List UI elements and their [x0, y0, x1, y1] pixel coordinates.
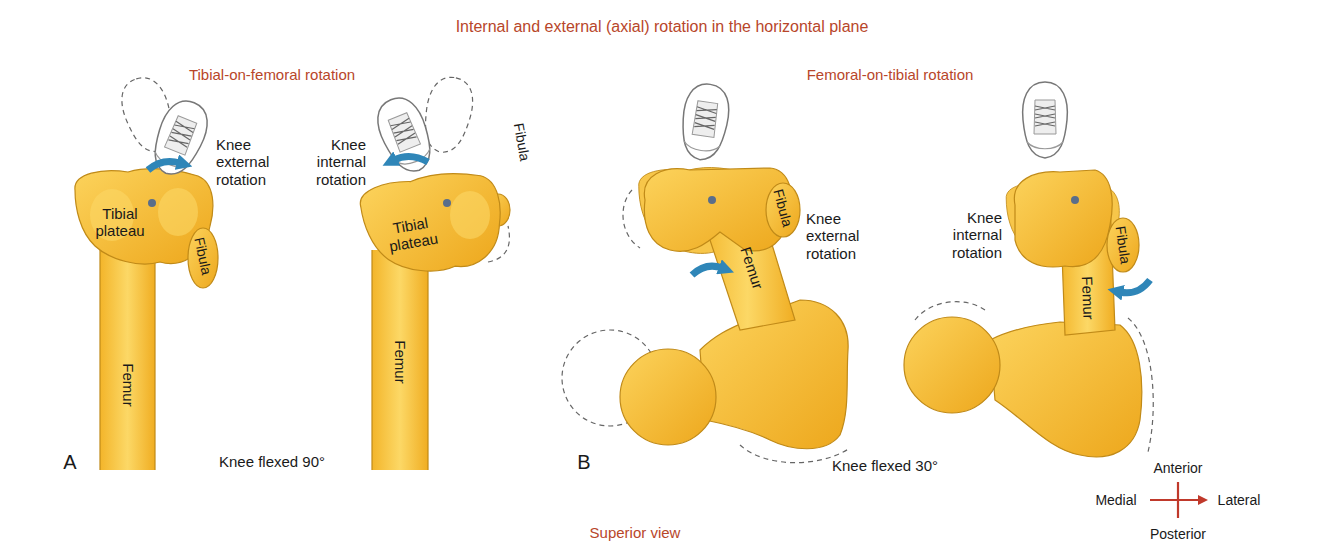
rotation-axis — [1071, 196, 1079, 204]
panel-heading: Tibial-on-femoral rotation — [189, 66, 355, 83]
rotation-arrow — [692, 266, 722, 275]
panel-heading: Femoral-on-tibial rotation — [807, 66, 974, 83]
fibula-head — [188, 228, 218, 288]
direction-label: Lateral — [1218, 492, 1261, 508]
femoral-condyles — [1014, 170, 1112, 267]
motion-label: Knee internal rotation — [930, 209, 1002, 261]
motion-label: Knee external rotation — [806, 210, 878, 262]
motion-label: Knee external rotation — [216, 136, 288, 188]
rotation-arrow — [1120, 280, 1150, 293]
panel-b-internal — [904, 82, 1153, 457]
figure-title: Internal and external (axial) rotation i… — [456, 18, 869, 36]
rotation-axis — [708, 196, 716, 204]
part-label: Femur — [391, 340, 408, 383]
panel-a-external — [75, 72, 218, 470]
articular-surface — [158, 188, 198, 236]
rotation-axis — [443, 199, 451, 207]
femur-shaft — [100, 250, 155, 470]
direction-label: Anterior — [1153, 460, 1202, 476]
rotation-arrow — [394, 156, 428, 162]
figure-caption: Superior view — [590, 524, 681, 541]
panel-b-external — [562, 81, 850, 462]
tibial-plateau — [358, 166, 508, 280]
shoe — [678, 81, 733, 162]
orientation-compass — [1150, 482, 1206, 518]
part-label: Tibial plateau — [87, 205, 153, 240]
panel-letter: B — [577, 451, 590, 474]
shoe — [145, 94, 215, 181]
compass-arrows — [1150, 482, 1206, 518]
motion-label: Knee internal rotation — [290, 136, 366, 188]
fibula-head — [1107, 218, 1139, 272]
fibula-head — [766, 183, 800, 237]
condition-label: Knee flexed 90° — [219, 453, 325, 470]
femur-shaft — [372, 250, 428, 470]
part-label: Fibula — [511, 122, 533, 162]
femur-outline — [100, 250, 155, 470]
femoral-head — [620, 349, 716, 445]
shoe — [370, 91, 440, 178]
greater-trochanter — [990, 322, 1142, 457]
panel-a-internal — [358, 73, 510, 470]
direction-label: Posterior — [1150, 526, 1206, 542]
articular-surface — [450, 191, 490, 239]
direction-label: Medial — [1095, 492, 1136, 508]
fibula-start-outline — [488, 226, 509, 262]
femoral-head — [904, 317, 1000, 413]
shoe — [1023, 82, 1068, 158]
rotation-axis — [148, 199, 156, 207]
panel-letter: A — [63, 451, 76, 474]
part-label: Femur — [1079, 276, 1098, 320]
rotation-arrow — [148, 162, 180, 170]
condition-label: Knee flexed 30° — [832, 457, 938, 474]
femur-outline — [372, 250, 428, 470]
tibia-start-outline — [623, 190, 640, 248]
part-label: Femur — [119, 363, 136, 406]
